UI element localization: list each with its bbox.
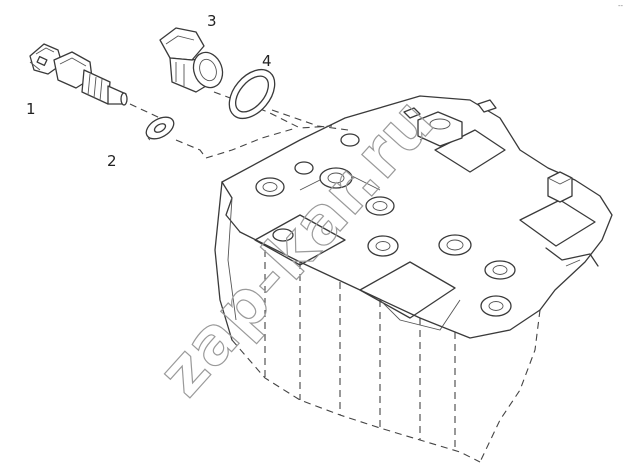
watermark-text: zap-kar.ru bbox=[145, 84, 449, 410]
callout-1: 1 bbox=[26, 100, 36, 118]
part-4-sealing-ring bbox=[228, 68, 276, 120]
callout-3: 3 bbox=[207, 12, 217, 30]
part-2-sealing-washer bbox=[145, 116, 175, 141]
part-1-temperature-sensor bbox=[29, 43, 128, 106]
corner-mark: -- bbox=[618, 2, 624, 10]
callout-4: 4 bbox=[262, 52, 272, 70]
callout-2: 2 bbox=[107, 152, 117, 170]
cylinder-head bbox=[214, 95, 613, 463]
part-3-plug bbox=[159, 27, 224, 93]
